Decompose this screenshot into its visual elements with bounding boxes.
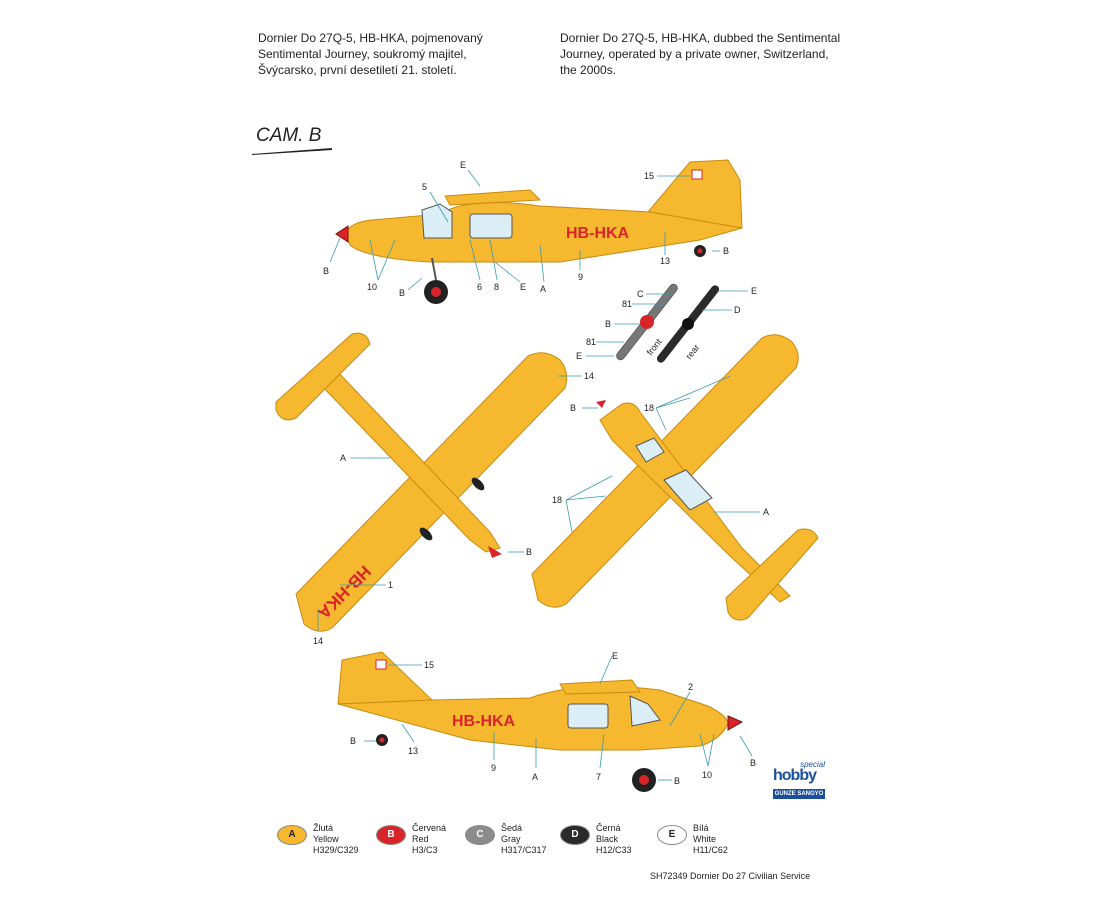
callout-label: E — [751, 286, 757, 296]
legend-en: Black — [596, 834, 619, 844]
description-czech: Dornier Do 27Q-5, HB-HKA, pojmenovaný Se… — [258, 30, 518, 78]
legend-cz: Šedá — [501, 823, 523, 833]
callout-label: B — [674, 776, 680, 786]
callout-label: 13 — [660, 256, 670, 266]
callout-label: 81 — [586, 337, 596, 347]
callout-label: 10 — [367, 282, 377, 292]
callout-label: A — [532, 772, 538, 782]
legend-en: Gray — [501, 834, 521, 844]
callout-label: 81 — [622, 299, 632, 309]
legend-ref: H11/C62 — [693, 845, 728, 855]
profile-right-side: HB-HKA 15 B 13 9 A 7 E 2 10 B B — [337, 651, 756, 792]
callout-label: 15 — [424, 660, 434, 670]
legend-cz: Černá — [596, 823, 621, 833]
callout-label: B — [570, 403, 576, 413]
callout-label: B — [723, 246, 729, 256]
legend-cz: Červená — [412, 823, 447, 833]
description-line: Dornier Do 27Q-5, HB-HKA, pojmenovaný — [258, 31, 483, 45]
callout-label: A — [763, 507, 769, 517]
callout-label: A — [540, 284, 546, 294]
callout-label: 13 — [408, 746, 418, 756]
callout-label: 15 — [644, 171, 654, 181]
top-view: HB-HKA A 14 B 1 14 — [275, 332, 594, 646]
callout-label: E — [576, 351, 582, 361]
publisher-logos: special hobby GUNZE SANGYO — [773, 760, 825, 799]
registration-marking: HB-HKA — [566, 225, 630, 242]
callout-label: 14 — [313, 636, 323, 646]
callout-label: B — [605, 319, 611, 329]
legend-cz: Bílá — [693, 823, 709, 833]
scheme-title: CAM. B — [256, 125, 322, 146]
callout-label: A — [340, 453, 346, 463]
callout-label: E — [612, 651, 618, 661]
bottom-view: B 18 18 A — [531, 334, 819, 621]
description-line: Journey, operated by a private owner, Sw… — [560, 47, 829, 61]
description-line: Švýcarsko, první desetiletí 21. století. — [258, 63, 457, 77]
callout-label: 7 — [596, 772, 601, 782]
callout-label: 1 — [388, 580, 393, 590]
legend-ref: H3/C3 — [412, 845, 438, 855]
propeller-views: front rear C 81 B 81 E E D — [576, 283, 757, 363]
color-chip: C — [465, 825, 495, 845]
legend-ref: H12/C33 — [596, 845, 632, 855]
callout-label: B — [350, 736, 356, 746]
callout-label: B — [526, 547, 532, 557]
callout-label: 10 — [702, 770, 712, 780]
color-chip: A — [277, 825, 307, 845]
legend-en: White — [693, 834, 717, 844]
legend-ref: H317/C317 — [501, 845, 547, 855]
propeller-rear-label: rear — [684, 342, 702, 361]
description-english: Dornier Do 27Q-5, HB-HKA, dubbed the Sen… — [560, 30, 850, 78]
special-hobby-logo-text: hobby — [773, 767, 817, 784]
callout-label: 9 — [491, 763, 496, 773]
gunze-sangyo-logo: GUNZE SANGYO — [773, 789, 825, 799]
callout-label: 6 — [477, 282, 482, 292]
callout-label: 18 — [552, 495, 562, 505]
description-line: the 2000s. — [560, 63, 617, 77]
callout-label: B — [323, 266, 329, 276]
callout-label: 2 — [688, 682, 693, 692]
callout-label: B — [750, 758, 756, 768]
callout-label: B — [399, 288, 405, 298]
description-line: Sentimental Journey, soukromý majitel, — [258, 47, 467, 61]
scheme-title-underline — [252, 148, 332, 155]
callout-label: E — [460, 160, 466, 170]
footer-kit-title: SH72349 Dornier Do 27 Civilian Service — [650, 871, 811, 881]
callout-label: 8 — [494, 282, 499, 292]
special-hobby-logo: special — [800, 760, 825, 769]
callout-label: D — [734, 305, 741, 315]
callout-label: 14 — [584, 371, 594, 381]
profile-left-side: HB-HKA E 5 15 B B 10 B 6 8 E A 9 13 — [323, 159, 743, 304]
legend-en: Yellow — [313, 834, 339, 844]
color-chip: D — [560, 825, 590, 845]
legend-ref: H329/C329 — [313, 845, 359, 855]
color-chip: B — [376, 825, 406, 845]
callout-label: C — [637, 289, 644, 299]
legend-en: Red — [412, 834, 429, 844]
callout-label: E — [520, 282, 526, 292]
callout-label: 18 — [644, 403, 654, 413]
description-line: Dornier Do 27Q-5, HB-HKA, dubbed the Sen… — [560, 31, 841, 45]
registration-marking: HB-HKA — [452, 713, 516, 730]
color-chip: E — [657, 825, 687, 845]
callout-label: 9 — [578, 272, 583, 282]
callout-label: 5 — [422, 182, 427, 192]
legend-cz: Žlutá — [313, 823, 334, 833]
